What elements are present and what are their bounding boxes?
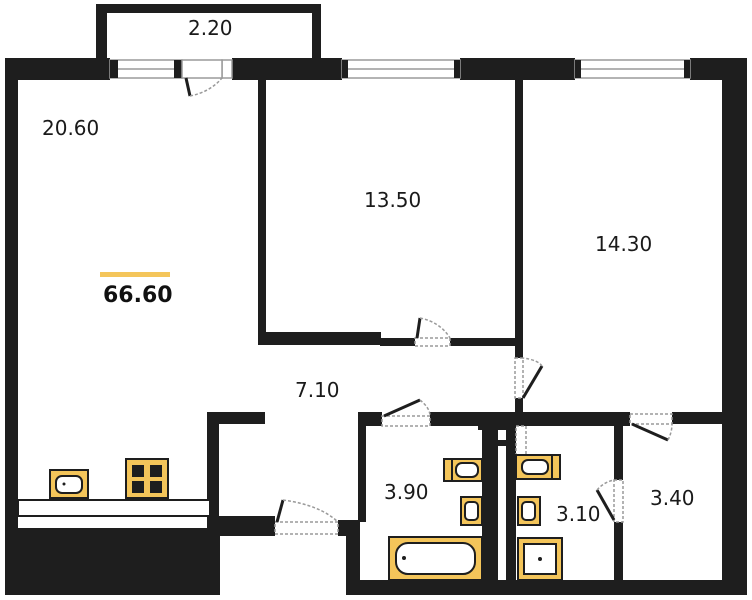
room-area-bath: 3.90 [384, 480, 429, 504]
wall-balcony-left [96, 4, 107, 60]
window-icon [109, 59, 183, 79]
room-area-bedroom2: 14.30 [595, 232, 653, 256]
toilet-icon [515, 454, 561, 480]
door-swing-icon [515, 425, 527, 457]
sink-icon [460, 496, 483, 526]
wall-balcony-top [96, 4, 321, 13]
window-icon [341, 59, 461, 79]
wall-toilet-divider [506, 428, 516, 580]
walls [5, 4, 747, 595]
wall-bedroom-divider-low [515, 398, 523, 418]
toilet-icon [443, 458, 483, 482]
wall-outer-right [722, 58, 747, 595]
wall-bottom-step [207, 516, 275, 536]
room-area-hall: 7.10 [295, 378, 340, 402]
total-area-accent [100, 272, 170, 277]
fixtures [49, 454, 563, 581]
window-icon [221, 59, 233, 79]
wall-outer-bottom-left [5, 528, 220, 595]
wall-balcony-right [312, 4, 321, 60]
door-swing-icon [181, 59, 223, 97]
wall-bath-left [358, 412, 366, 522]
door-swing-icon [514, 357, 544, 399]
room-area-storage: 3.40 [650, 486, 695, 510]
door-swing-icon [414, 317, 451, 347]
wall-bath-top-3 [672, 412, 724, 424]
stove-icon [125, 458, 169, 499]
wall-top-4 [690, 58, 747, 80]
room-area-living: 20.60 [42, 116, 100, 140]
wall-outer-bottom-stub [346, 520, 360, 595]
wall-shaft-top [478, 426, 516, 430]
kitchen-counter [17, 499, 211, 517]
sink-icon [517, 496, 541, 526]
wall-bedroom1-bottom-3 [450, 338, 520, 346]
wall-outer-bottom-right [346, 580, 747, 595]
wall-bedroom1-bottom-2 [380, 338, 415, 346]
bathtub-icon [388, 536, 483, 581]
wall-storage-divider-low [614, 522, 623, 580]
door-swing-icon [595, 479, 624, 523]
windows [109, 59, 691, 79]
shower-icon [517, 537, 563, 581]
sink-icon [49, 469, 89, 499]
room-area-balcony: 2.20 [188, 16, 233, 40]
door-swing-icon [274, 499, 339, 535]
wall-top-1 [5, 58, 110, 80]
wall-top-3 [460, 58, 575, 80]
door-swing-icon [381, 398, 431, 427]
wall-bath-top-2 [430, 412, 630, 426]
total-area: 66.60 [103, 283, 173, 308]
window-icon [574, 59, 691, 79]
wall-outer-left [5, 58, 18, 595]
wall-shaft-bottom [482, 440, 516, 446]
wall-top-2 [232, 58, 342, 80]
room-area-toilet: 3.10 [556, 502, 601, 526]
wall-bath-divider [482, 428, 498, 580]
wall-storage-divider [614, 412, 623, 480]
door-swing-icon [629, 413, 673, 442]
wall-bedroom-divider [515, 80, 523, 358]
room-area-bedroom1: 13.50 [364, 188, 422, 212]
wall-bedroom1-left [258, 80, 266, 345]
wall-bedroom1-bottom [258, 332, 381, 345]
wall-hall-stub [207, 412, 265, 424]
doors [181, 59, 673, 535]
